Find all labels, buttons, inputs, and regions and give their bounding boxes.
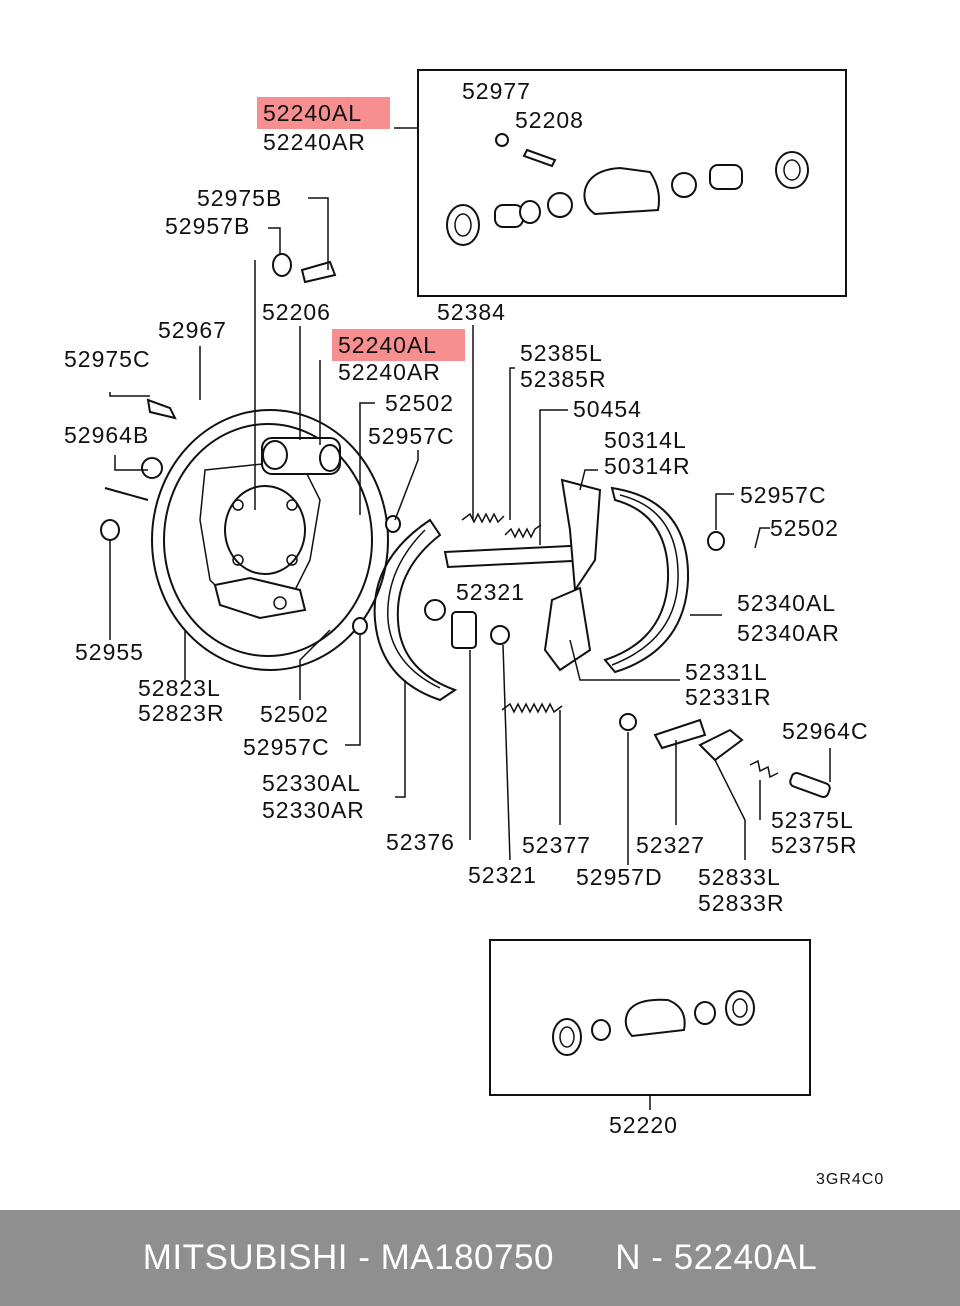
label-50314L: 50314L (604, 427, 687, 453)
label-52975B: 52975B (197, 185, 282, 211)
label-52955: 52955 (75, 639, 144, 665)
label-52330AR: 52330AR (262, 797, 365, 823)
label-52957D: 52957D (576, 864, 663, 890)
label-52502-b: 52502 (770, 515, 839, 541)
label-52823R: 52823R (138, 700, 225, 726)
label-52977: 52977 (462, 78, 531, 104)
label-52321-b: 52321 (468, 862, 537, 888)
label-52330AL: 52330AL (262, 770, 361, 796)
label-52964C: 52964C (782, 718, 869, 744)
backing-plate (151, 409, 389, 671)
label-52206: 52206 (262, 299, 331, 325)
label-52331R: 52331R (685, 684, 772, 710)
label-52321-a: 52321 (456, 579, 525, 605)
label-52833R: 52833R (698, 890, 785, 916)
brake-shoe-right (603, 486, 690, 674)
label-52340AL: 52340AL (737, 590, 836, 616)
label-52376: 52376 (386, 829, 455, 855)
label-52975C: 52975C (64, 346, 151, 372)
label-50314R: 50314R (604, 453, 691, 479)
label-52964B: 52964B (64, 422, 149, 448)
label-52967: 52967 (158, 317, 227, 343)
label-52240AL-mid: 52240AL (338, 332, 437, 358)
label-52240AR-mid: 52240AR (338, 359, 441, 385)
label-52375R: 52375R (771, 832, 858, 858)
springs (424, 478, 831, 799)
label-52957C-c: 52957C (243, 734, 330, 760)
brake-shoe-left (373, 518, 458, 702)
highlight-top (257, 97, 390, 129)
repair-kit-box (489, 939, 811, 1110)
label-52502-c: 52502 (260, 701, 329, 727)
label-52327: 52327 (636, 832, 705, 858)
label-52823L: 52823L (138, 675, 221, 701)
wheel-cylinder-box-top (394, 69, 847, 297)
leader-lines (109, 197, 831, 865)
label-52375L: 52375L (771, 807, 854, 833)
label-52240AL-top: 52240AL (263, 100, 362, 126)
label-52220: 52220 (609, 1112, 678, 1138)
label-52385L: 52385L (520, 340, 603, 366)
footer-part-info: MITSUBISHI - MA180750 N - 52240AL (142, 1238, 818, 1277)
label-52833L: 52833L (698, 864, 781, 890)
label-52331L: 52331L (685, 659, 768, 685)
label-52957C-a: 52957C (368, 423, 455, 449)
brake-exploded-diagram: 52977 52208 52240AL 52240AR 52975B 52957… (64, 69, 884, 1188)
label-50454: 50454 (573, 396, 642, 422)
label-52384: 52384 (437, 299, 506, 325)
part-labels: 52977 52208 52240AL 52240AR 52975B 52957… (64, 78, 884, 1188)
label-52340AR: 52340AR (737, 620, 840, 646)
label-52385R: 52385R (520, 366, 607, 392)
highlight-mid (332, 329, 465, 361)
label-52957C-b: 52957C (740, 482, 827, 508)
label-52377: 52377 (522, 832, 591, 858)
label-52208: 52208 (515, 107, 584, 133)
label-52957B: 52957B (165, 213, 250, 239)
label-52502-a: 52502 (385, 390, 454, 416)
diagram-code: 3GR4C0 (816, 1171, 884, 1188)
label-52240AR-top: 52240AR (263, 129, 366, 155)
left-hardware (100, 253, 725, 635)
footer-bar: MITSUBISHI - MA180750 N - 52240AL (0, 1210, 960, 1306)
